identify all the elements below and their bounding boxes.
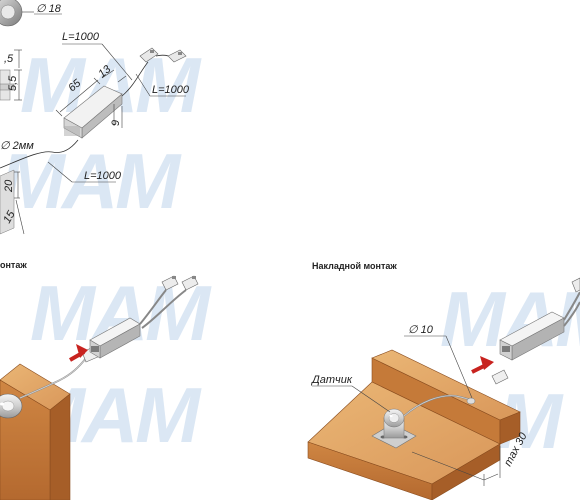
cable-length-right-label: L=1000 xyxy=(152,84,190,96)
bottom-left-heading: онтаж xyxy=(0,260,27,270)
connector-female xyxy=(167,49,187,63)
switch-body xyxy=(89,317,141,359)
bottom-right-heading: Накладной монтаж xyxy=(312,261,397,271)
switch-body xyxy=(499,311,565,361)
embedded-sensor xyxy=(0,393,23,419)
hole-diameter-label: ∅ 10 xyxy=(408,324,434,336)
box-dimensions xyxy=(55,69,127,128)
mortise-mount-illustration xyxy=(0,275,199,500)
wire-diameter-label: ∅ 2мм xyxy=(0,140,34,152)
sensor-label: Датчик xyxy=(310,374,353,386)
surface-sensor xyxy=(371,408,417,449)
insert-arrow xyxy=(69,344,88,362)
switch-body xyxy=(63,85,123,139)
connector-pair-top xyxy=(161,275,199,291)
bracket-view xyxy=(0,169,25,235)
cable-length-left-label: L=1000 xyxy=(62,31,100,43)
connector-male xyxy=(491,369,509,385)
dim-20-label: 20 xyxy=(3,179,15,193)
insert-arrow xyxy=(471,356,494,374)
diameter-18-label: ∅ 18 xyxy=(36,3,62,15)
surface-mount-illustration: ∅ 10 Датчик max 30 xyxy=(307,277,580,500)
sensor-top-view xyxy=(0,0,62,27)
dim-5-5-label: 5,5 xyxy=(7,75,19,91)
wood-shelf-front xyxy=(307,441,433,500)
sensor-side-view xyxy=(0,49,22,101)
connector-male xyxy=(139,47,159,63)
watermark-text: MAM xyxy=(0,137,182,225)
top-technical-drawing: ∅ 18 ,5 5,5 ∅ 2мм 20 15 xyxy=(0,0,190,235)
cable-length-bottom-label: L=1000 xyxy=(84,170,122,182)
dim-9-label: 9 xyxy=(110,120,122,126)
wood-panel-side xyxy=(49,393,71,500)
dim-5-top-label: ,5 xyxy=(4,53,14,65)
